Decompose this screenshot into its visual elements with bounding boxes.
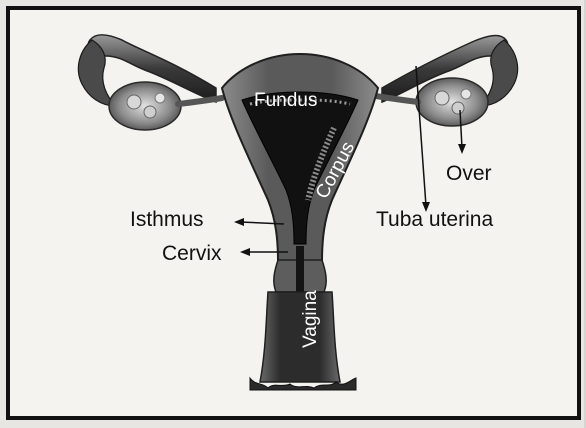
tuba-uterina-label: Tuba uterina <box>376 208 493 231</box>
left-ovary <box>109 82 181 130</box>
isthmus-label: Isthmus <box>130 208 204 231</box>
fundus-label: Fundus <box>254 90 317 111</box>
right-ovary <box>416 78 488 126</box>
uterus-diagram: Fundus Corpus Over Tuba uterina Isthmus … <box>10 10 577 416</box>
cervix-label: Cervix <box>162 242 222 265</box>
vagina-label: Vagina <box>300 290 321 348</box>
over-label: Over <box>446 162 492 185</box>
diagram-card: Fundus Corpus Over Tuba uterina Isthmus … <box>6 6 581 420</box>
